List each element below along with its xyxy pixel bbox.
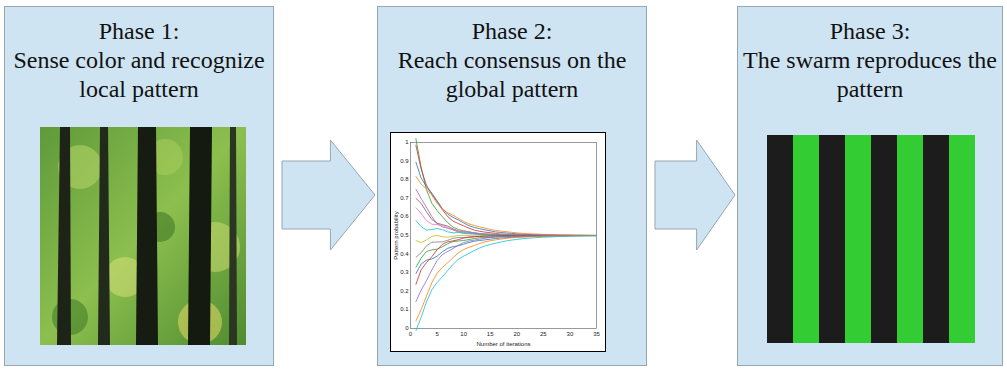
stripe-pattern	[767, 135, 975, 343]
axis-tick-label: 0.3	[400, 269, 408, 276]
axis-title: Pattern probability	[393, 211, 400, 259]
probability-curve	[416, 145, 597, 236]
axis-tick-label: 1	[405, 139, 408, 146]
axis-tick-label: 20	[513, 331, 520, 338]
probability-curve	[416, 208, 597, 236]
probability-curve	[416, 236, 597, 331]
axis-tick-label: 5	[435, 331, 438, 338]
probability-curve	[416, 198, 597, 235]
axis-tick-label: 15	[487, 331, 494, 338]
probability-curve	[416, 236, 597, 285]
axis-tick-label: 10	[460, 331, 467, 338]
axis-tick-label: 0.1	[400, 306, 408, 313]
probability-curve	[416, 138, 597, 235]
axis-tick-label: 0.8	[400, 176, 408, 183]
probability-curve	[416, 189, 597, 236]
axis-tick-label: 35	[593, 331, 600, 338]
probability-curve	[416, 236, 597, 302]
block-arrow	[655, 140, 735, 250]
phase-heading: Phase 3:	[738, 17, 1002, 46]
axis-tick-label: 0	[409, 331, 412, 338]
axis-title: Number of iterations	[476, 341, 530, 348]
axis-tick-label: 0.6	[400, 213, 408, 220]
phase-heading: Phase 2:	[378, 17, 646, 46]
probability-curve	[416, 236, 597, 322]
axis-tick-label: 0.2	[400, 288, 408, 295]
axis-tick-label: 25	[540, 331, 547, 338]
axis-tick-label: 0.4	[400, 251, 408, 258]
forest-photo	[40, 127, 246, 345]
phase-description: Sense color and recognize local pattern	[5, 46, 273, 104]
axis-tick-label: 0.7	[400, 195, 408, 202]
probability-curve	[416, 220, 597, 235]
phase-description: The swarm reproduces the pattern	[738, 46, 1002, 104]
axis-tick-label: 30	[567, 331, 574, 338]
phase-description: Reach consensus on the global pattern	[378, 46, 646, 104]
axis-tick-label: 0.9	[400, 158, 408, 165]
probability-curve	[416, 162, 597, 236]
phase-heading: Phase 1:	[5, 17, 273, 46]
block-arrow	[282, 140, 375, 250]
convergence-chart	[390, 132, 606, 352]
axis-tick-label: 0.5	[400, 232, 408, 239]
probability-curve	[416, 176, 597, 235]
axis-tick-label: 0	[405, 325, 408, 332]
